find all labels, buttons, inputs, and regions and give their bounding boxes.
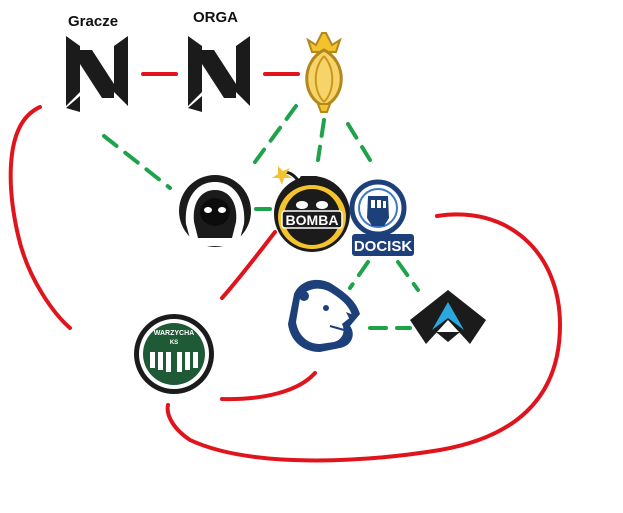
red-link-left-arc <box>8 105 72 330</box>
red-link-warzycha-bear <box>220 371 317 402</box>
gracze-label: Gracze <box>68 13 119 30</box>
polar-bear-icon <box>288 279 360 352</box>
green-link-gracze-hood <box>102 134 172 190</box>
red-link-big-loop <box>165 212 563 463</box>
green-link-onion-docisk <box>346 122 372 162</box>
red-links <box>8 72 563 463</box>
raised-fist-icon: DOCISK <box>349 179 414 256</box>
warzycha-subtitle: KS <box>170 340 178 346</box>
warzycha-badge-icon: WARZYCHA KS <box>134 314 214 394</box>
nexus-n-logo-icon <box>66 36 128 112</box>
green-link-onion-bomba <box>316 118 326 162</box>
bomba-wordmark: BOMBA <box>286 212 339 228</box>
bomb-icon: BOMBA <box>272 166 350 252</box>
hooded-figure-icon <box>179 175 251 247</box>
warzycha-wordmark: WARZYCHA <box>154 330 194 337</box>
orga-label: ORGA <box>193 9 238 26</box>
green-links <box>102 104 420 330</box>
red-link-bomba-warzycha <box>220 230 277 300</box>
stylized-a-logo-icon <box>410 290 486 344</box>
green-link-docisk-anubis <box>396 260 420 292</box>
golden-onion-crown-icon <box>305 32 343 113</box>
green-link-docisk-bear <box>348 260 370 290</box>
docisk-wordmark: DOCISK <box>354 238 413 255</box>
nexus-n-logo-icon <box>188 36 250 112</box>
green-link-onion-hood <box>253 104 298 164</box>
